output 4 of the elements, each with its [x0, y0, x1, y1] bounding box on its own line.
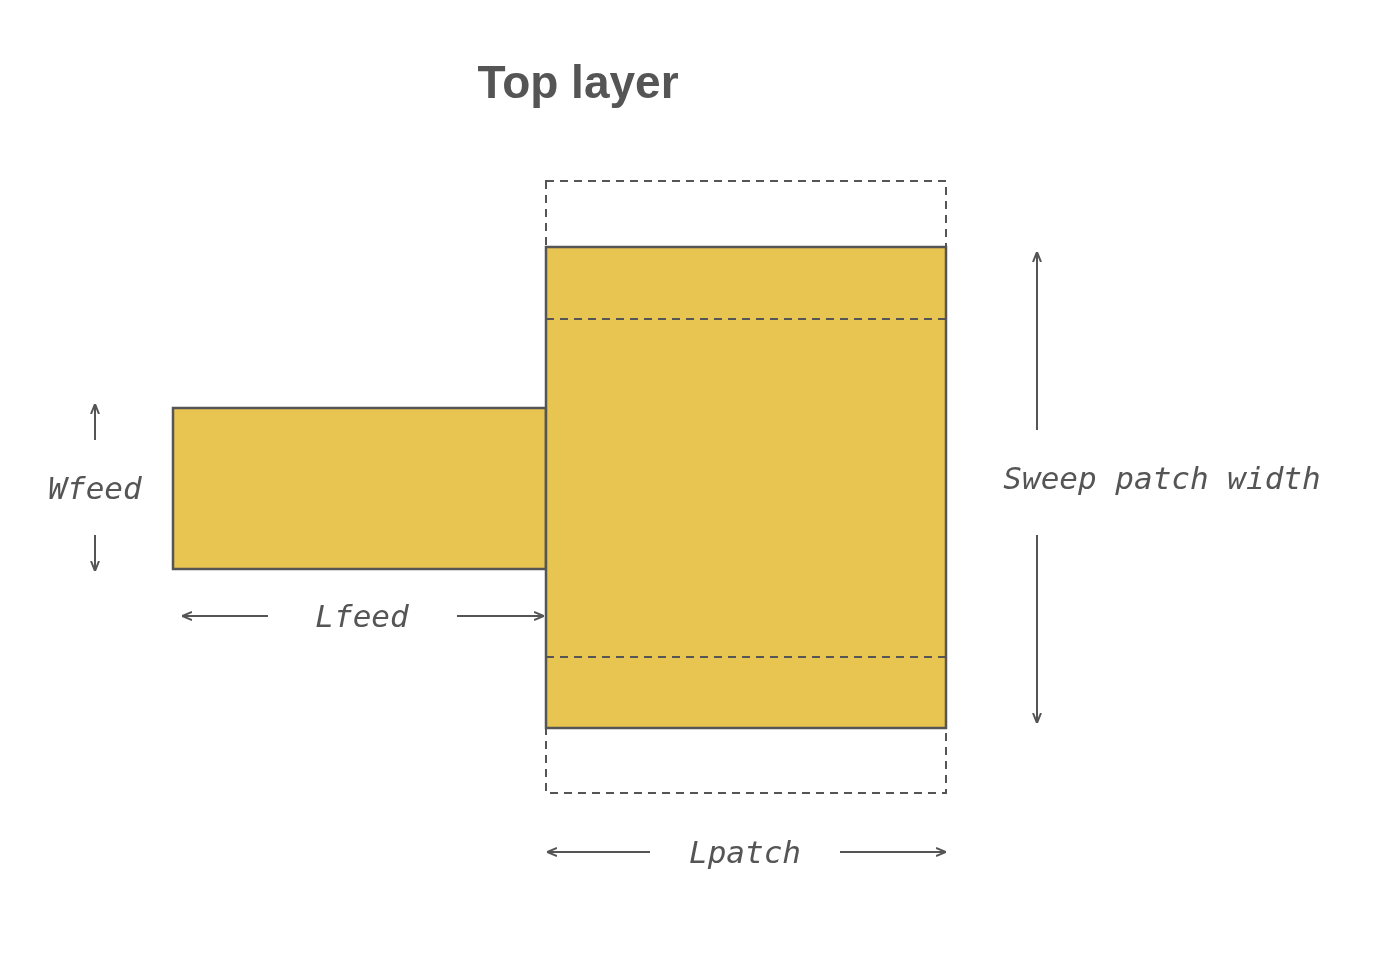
dimension-label: Lpatch: [689, 836, 801, 868]
dimension-label: Lfeed: [315, 600, 409, 632]
dimension-label: Wfeed: [48, 472, 142, 504]
dimension-label: Sweep patch width: [1003, 462, 1321, 494]
